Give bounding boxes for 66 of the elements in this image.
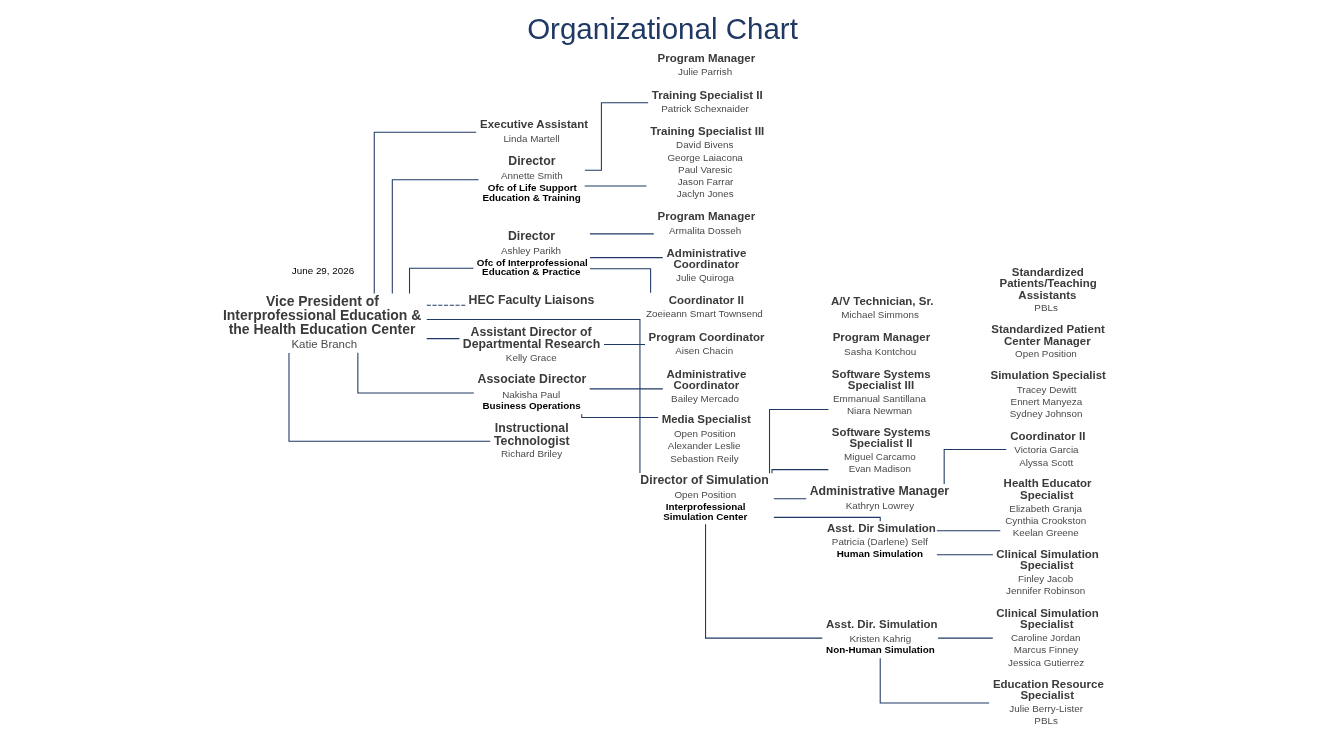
node-text: Health Educator Specialist Elizabeth Granja Cynthia Crookston Keelan Greene [1003,477,1092,539]
connector [426,338,460,340]
connector [936,554,994,556]
node-text: Administrative Manager Kathryn Lowrey [809,483,950,512]
node-text: HEC Faculty Liaisons [468,293,595,308]
connector [773,498,807,500]
connector [936,530,1001,532]
node-text: Media Specialist Open Position Alexander Leslie Sebastion Reily [661,413,751,464]
connector [943,449,1007,485]
node-text: Director of Simulation Open Position [640,472,769,501]
label: June 29, 2026 [291,265,355,277]
node-text: Asst. Dir Simulation Patricia (Darlene) Self [826,521,936,548]
node-text: Assistant Director of Departmental Research Kelly Grace [462,324,601,363]
node-label: Interprofessional Simulation Center [663,500,748,522]
connector [426,304,466,306]
connector [357,352,475,394]
node-text: Standardized Patients/Teaching Assistants PBLs [999,265,1097,314]
node-text: Standardized Patient Center Manager Open Position [991,323,1105,360]
connector [391,179,480,295]
node-text: Clinical Simulation Specialist Caroline Jordan Marcus Finney Jessica Gutierrez [996,606,1099,668]
connector [589,233,655,235]
node-text: Training Specialist II Patrick Schexnaider [651,88,763,115]
node-text: Coordinator II Zoeieann Smart Townsend [646,293,763,320]
diagram-title: Organizational Chart [527,11,798,45]
node-text: Administrative Coordinator Bailey Mercado [666,367,747,404]
connector [603,344,646,346]
connector [773,516,881,522]
connector [937,637,994,639]
node-text: Program Manager Sasha Kontchou [832,331,931,357]
connector [771,469,829,474]
connector [879,657,990,704]
connector [589,257,664,259]
node-text: Director Annette Smith [500,154,563,182]
node-text: Director Ashley Parikh [500,228,562,257]
node-text: Vice President of Interprofessional Education & the Health Education Center Katie Branch [222,292,422,351]
node-text: Associate Director Nakisha Paul [477,372,587,400]
node-label: Non-Human Simulation [826,644,935,656]
node-label: Ofc of Life Support Education & Training [482,181,581,203]
connector [581,413,659,419]
node-text: Program Coordinator Aisen Chacin [648,330,765,357]
connector [589,268,652,294]
connector [768,409,829,474]
node-text: Simulation Specialist Tracey Dewitt Ennert Manyeza Sydney Johnson [990,369,1106,420]
node-text: Coordinator II Victoria Garcia Alyssa Scott [1010,429,1086,468]
node-text: Education Resource Specialist Julie Berry-Lister PBLs [992,677,1104,726]
node-label: Ofc of Interprofessional Education & Practice [476,256,588,278]
node-text: Clinical Simulation Specialist Finley Jacob Jennifer Robinson [996,547,1099,597]
connector [705,523,823,639]
node-text: Instructional Technologist Richard Briley [493,421,570,460]
connector [589,388,664,390]
connector [373,131,477,295]
node-text: Program Manager Armalita Dosseh [657,210,756,236]
connector [584,102,649,171]
node-label: Human Simulation [836,547,924,559]
node-text: Executive Assistant Linda Martell [480,118,588,144]
node-text: Software Systems Specialist III Emmanual Santillana Niara Newman [831,367,931,416]
connector [409,267,474,295]
node-text: A/V Technician, Sr. Michael Simmons [831,294,934,321]
node-text: Training Specialist III David Bivens George Laiacona Paul Varesic Jason Farrar Jaclyn Jones [650,124,765,200]
node-text: Program Manager Julie Parrish [657,51,756,78]
connector [288,352,491,442]
node-text: Software Systems Specialist II Miguel Carcamo Evan Madison [831,425,931,475]
connector [426,319,641,474]
node-text: Administrative Coordinator Julie Quiroga [666,247,747,284]
node-text: Asst. Dir. Simulation Kristen Kahrig [826,618,938,644]
node-label: Business Operations [482,400,581,412]
